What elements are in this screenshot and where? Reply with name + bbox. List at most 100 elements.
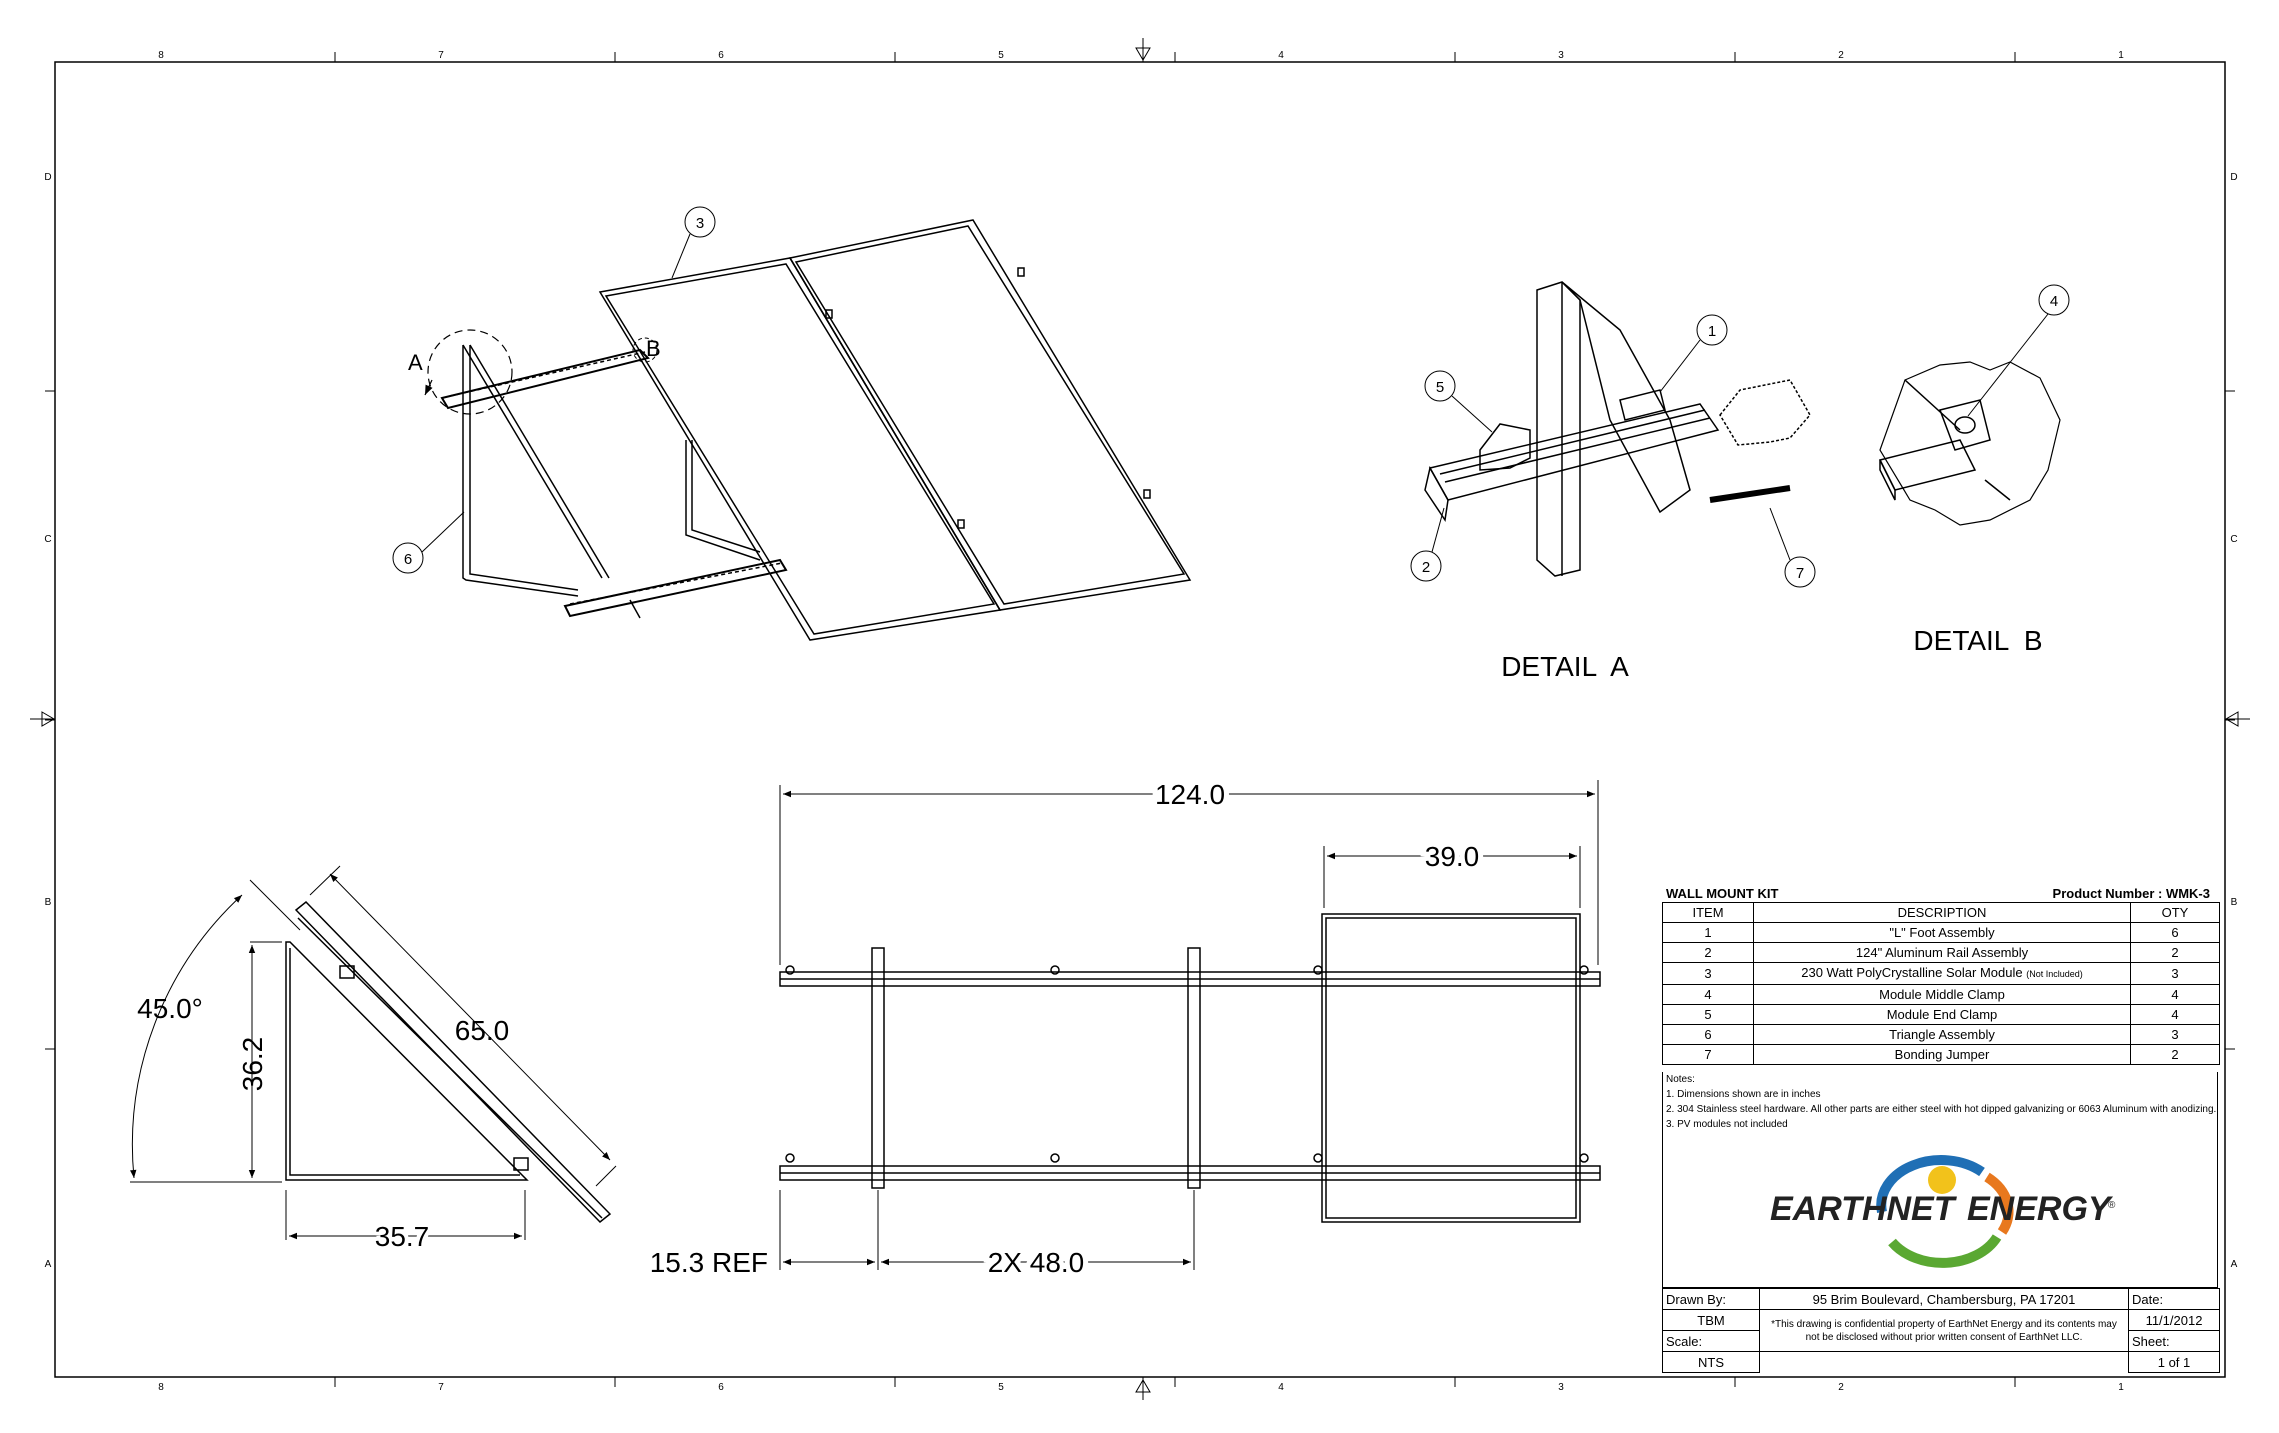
part-description: Triangle Assembly — [1753, 1024, 2131, 1045]
col-label: 4 — [1278, 50, 1284, 61]
table-row: 2 124" Aluminum Rail Assembly 2 — [1662, 942, 2220, 963]
col-label: 8 — [158, 50, 164, 61]
address: 95 Brim Boulevard, Chambersburg, PA 1720… — [1759, 1288, 2129, 1310]
note-item: 3. PV modules not included — [1666, 1119, 1788, 1130]
col-label: 2 — [1838, 50, 1844, 61]
part-qty: 6 — [2130, 922, 2220, 943]
row-label: A — [2231, 1259, 2238, 1270]
header-qty: OTY — [2130, 902, 2220, 923]
col-label: 2 — [1838, 1382, 1844, 1393]
svg-text:2: 2 — [1422, 559, 1430, 576]
logo-text-energy: ENERGY — [1967, 1190, 2114, 1228]
part-description: Module End Clamp — [1753, 1004, 2131, 1025]
notes-title: Notes: — [1666, 1074, 1695, 1085]
note-item: 1. Dimensions shown are in inches — [1666, 1089, 1821, 1100]
parts-header-row: ITEM DESCRIPTION OTY — [1662, 902, 2220, 923]
callout-2: 2 — [1410, 507, 1445, 582]
header-item: ITEM — [1662, 902, 1754, 923]
part-item: 3 — [1662, 962, 1754, 985]
part-qty: 2 — [2130, 1044, 2220, 1065]
sheet: 1 of 1 — [2128, 1351, 2220, 1373]
col-label: 5 — [998, 50, 1004, 61]
detail-a-view — [1424, 281, 1811, 577]
notes-section: Notes: 1. Dimensions shown are in inches… — [1662, 1072, 2218, 1288]
part-description-text: 230 Watt PolyCrystalline Solar Module — [1801, 965, 2027, 980]
confidential-notice: *This drawing is confidential property o… — [1759, 1309, 2129, 1352]
callout-4: 4 — [1967, 284, 2070, 417]
date: 11/1/2012 — [2128, 1309, 2220, 1331]
sheet-border — [30, 38, 2250, 1400]
detail-b-view — [1878, 361, 2061, 526]
part-qty: 4 — [2130, 984, 2220, 1005]
side-view — [130, 865, 617, 1240]
part-item: 5 — [1662, 1004, 1754, 1025]
dim-angle: 45.0° — [137, 993, 203, 1024]
logo-reg: ® — [2108, 1200, 2116, 1211]
drawn-by-label: Drawn By: — [1662, 1288, 1760, 1310]
dim-spacing: 2X 48.0 — [988, 1247, 1085, 1278]
callout-3: 3 — [671, 206, 716, 279]
svg-text:6: 6 — [404, 551, 412, 568]
scale-label: Scale: — [1662, 1330, 1760, 1352]
col-label: 1 — [2118, 50, 2124, 61]
part-item: 7 — [1662, 1044, 1754, 1065]
table-row: 3 230 Watt PolyCrystalline Solar Module … — [1662, 962, 2220, 985]
dim-height: 36.2 — [237, 1037, 268, 1092]
kit-name: WALL MOUNT KIT — [1666, 886, 1779, 901]
parts-table: ITEM DESCRIPTION OTY 1 "L" Foot Assembly… — [1662, 902, 2220, 1065]
svg-text:3: 3 — [696, 215, 704, 232]
isometric-view — [424, 219, 1192, 641]
dim-rail-length: 65.0 — [455, 1015, 510, 1046]
sheet-label: Sheet: — [2128, 1330, 2220, 1352]
detail-a-label: DETAIL A — [1501, 651, 1629, 682]
row-label: C — [44, 534, 51, 545]
row-label: B — [45, 897, 52, 908]
part-qty: 4 — [2130, 1004, 2220, 1025]
part-description: Module Middle Clamp — [1753, 984, 2131, 1005]
dim-offset: 15.3 REF — [650, 1247, 768, 1278]
title-block-header: WALL MOUNT KIT Product Number : WMK-3 — [1662, 884, 2220, 902]
col-label: 7 — [438, 1382, 444, 1393]
col-label: 5 — [998, 1382, 1004, 1393]
header-description: DESCRIPTION — [1753, 902, 2131, 923]
svg-text:4: 4 — [2050, 293, 2058, 310]
col-label: 6 — [718, 1382, 724, 1393]
detail-a-marker: A — [408, 350, 423, 375]
product-number: Product Number : WMK-3 — [2052, 886, 2210, 901]
row-label: D — [44, 172, 51, 183]
row-labels-right: D C B A — [2230, 172, 2237, 1270]
part-qty: 3 — [2130, 962, 2220, 985]
table-row: 5 Module End Clamp 4 — [1662, 1004, 2220, 1025]
column-labels-top: 8 7 6 5 4 3 2 1 — [158, 50, 2124, 61]
svg-text:1: 1 — [1708, 323, 1716, 340]
table-row: 7 Bonding Jumper 2 — [1662, 1044, 2220, 1065]
col-label: 4 — [1278, 1382, 1284, 1393]
part-item: 2 — [1662, 942, 1754, 963]
part-description: Bonding Jumper — [1753, 1044, 2131, 1065]
svg-text:7: 7 — [1796, 565, 1804, 582]
part-description: "L" Foot Assembly — [1753, 922, 2131, 943]
title-block: WALL MOUNT KIT Product Number : WMK-3 IT… — [1662, 884, 2220, 1376]
part-item: 4 — [1662, 984, 1754, 1005]
row-labels-left: D C B A — [44, 172, 51, 1270]
col-label: 6 — [718, 50, 724, 61]
detail-b-label: DETAIL B — [1913, 625, 2042, 656]
col-label: 3 — [1558, 50, 1564, 61]
col-label: 8 — [158, 1382, 164, 1393]
column-labels-bottom: 8 7 6 5 4 3 2 1 — [158, 1382, 2124, 1393]
part-item: 6 — [1662, 1024, 1754, 1045]
row-label: A — [45, 1259, 52, 1270]
part-description: 124" Aluminum Rail Assembly — [1753, 942, 2131, 963]
row-label: D — [2230, 172, 2237, 183]
dim-overall-length: 124.0 — [1155, 779, 1225, 810]
logo-text-earthnet: EARTHNET — [1770, 1190, 1958, 1228]
date-label: Date: — [2128, 1288, 2220, 1310]
col-label: 1 — [2118, 1382, 2124, 1393]
table-row: 6 Triangle Assembly 3 — [1662, 1024, 2220, 1045]
part-qty: 3 — [2130, 1024, 2220, 1045]
col-label: 3 — [1558, 1382, 1564, 1393]
drawing-info: Drawn By: 95 Brim Boulevard, Chambersbur… — [1662, 1288, 2220, 1373]
row-label: B — [2231, 897, 2238, 908]
top-view — [779, 780, 1601, 1270]
